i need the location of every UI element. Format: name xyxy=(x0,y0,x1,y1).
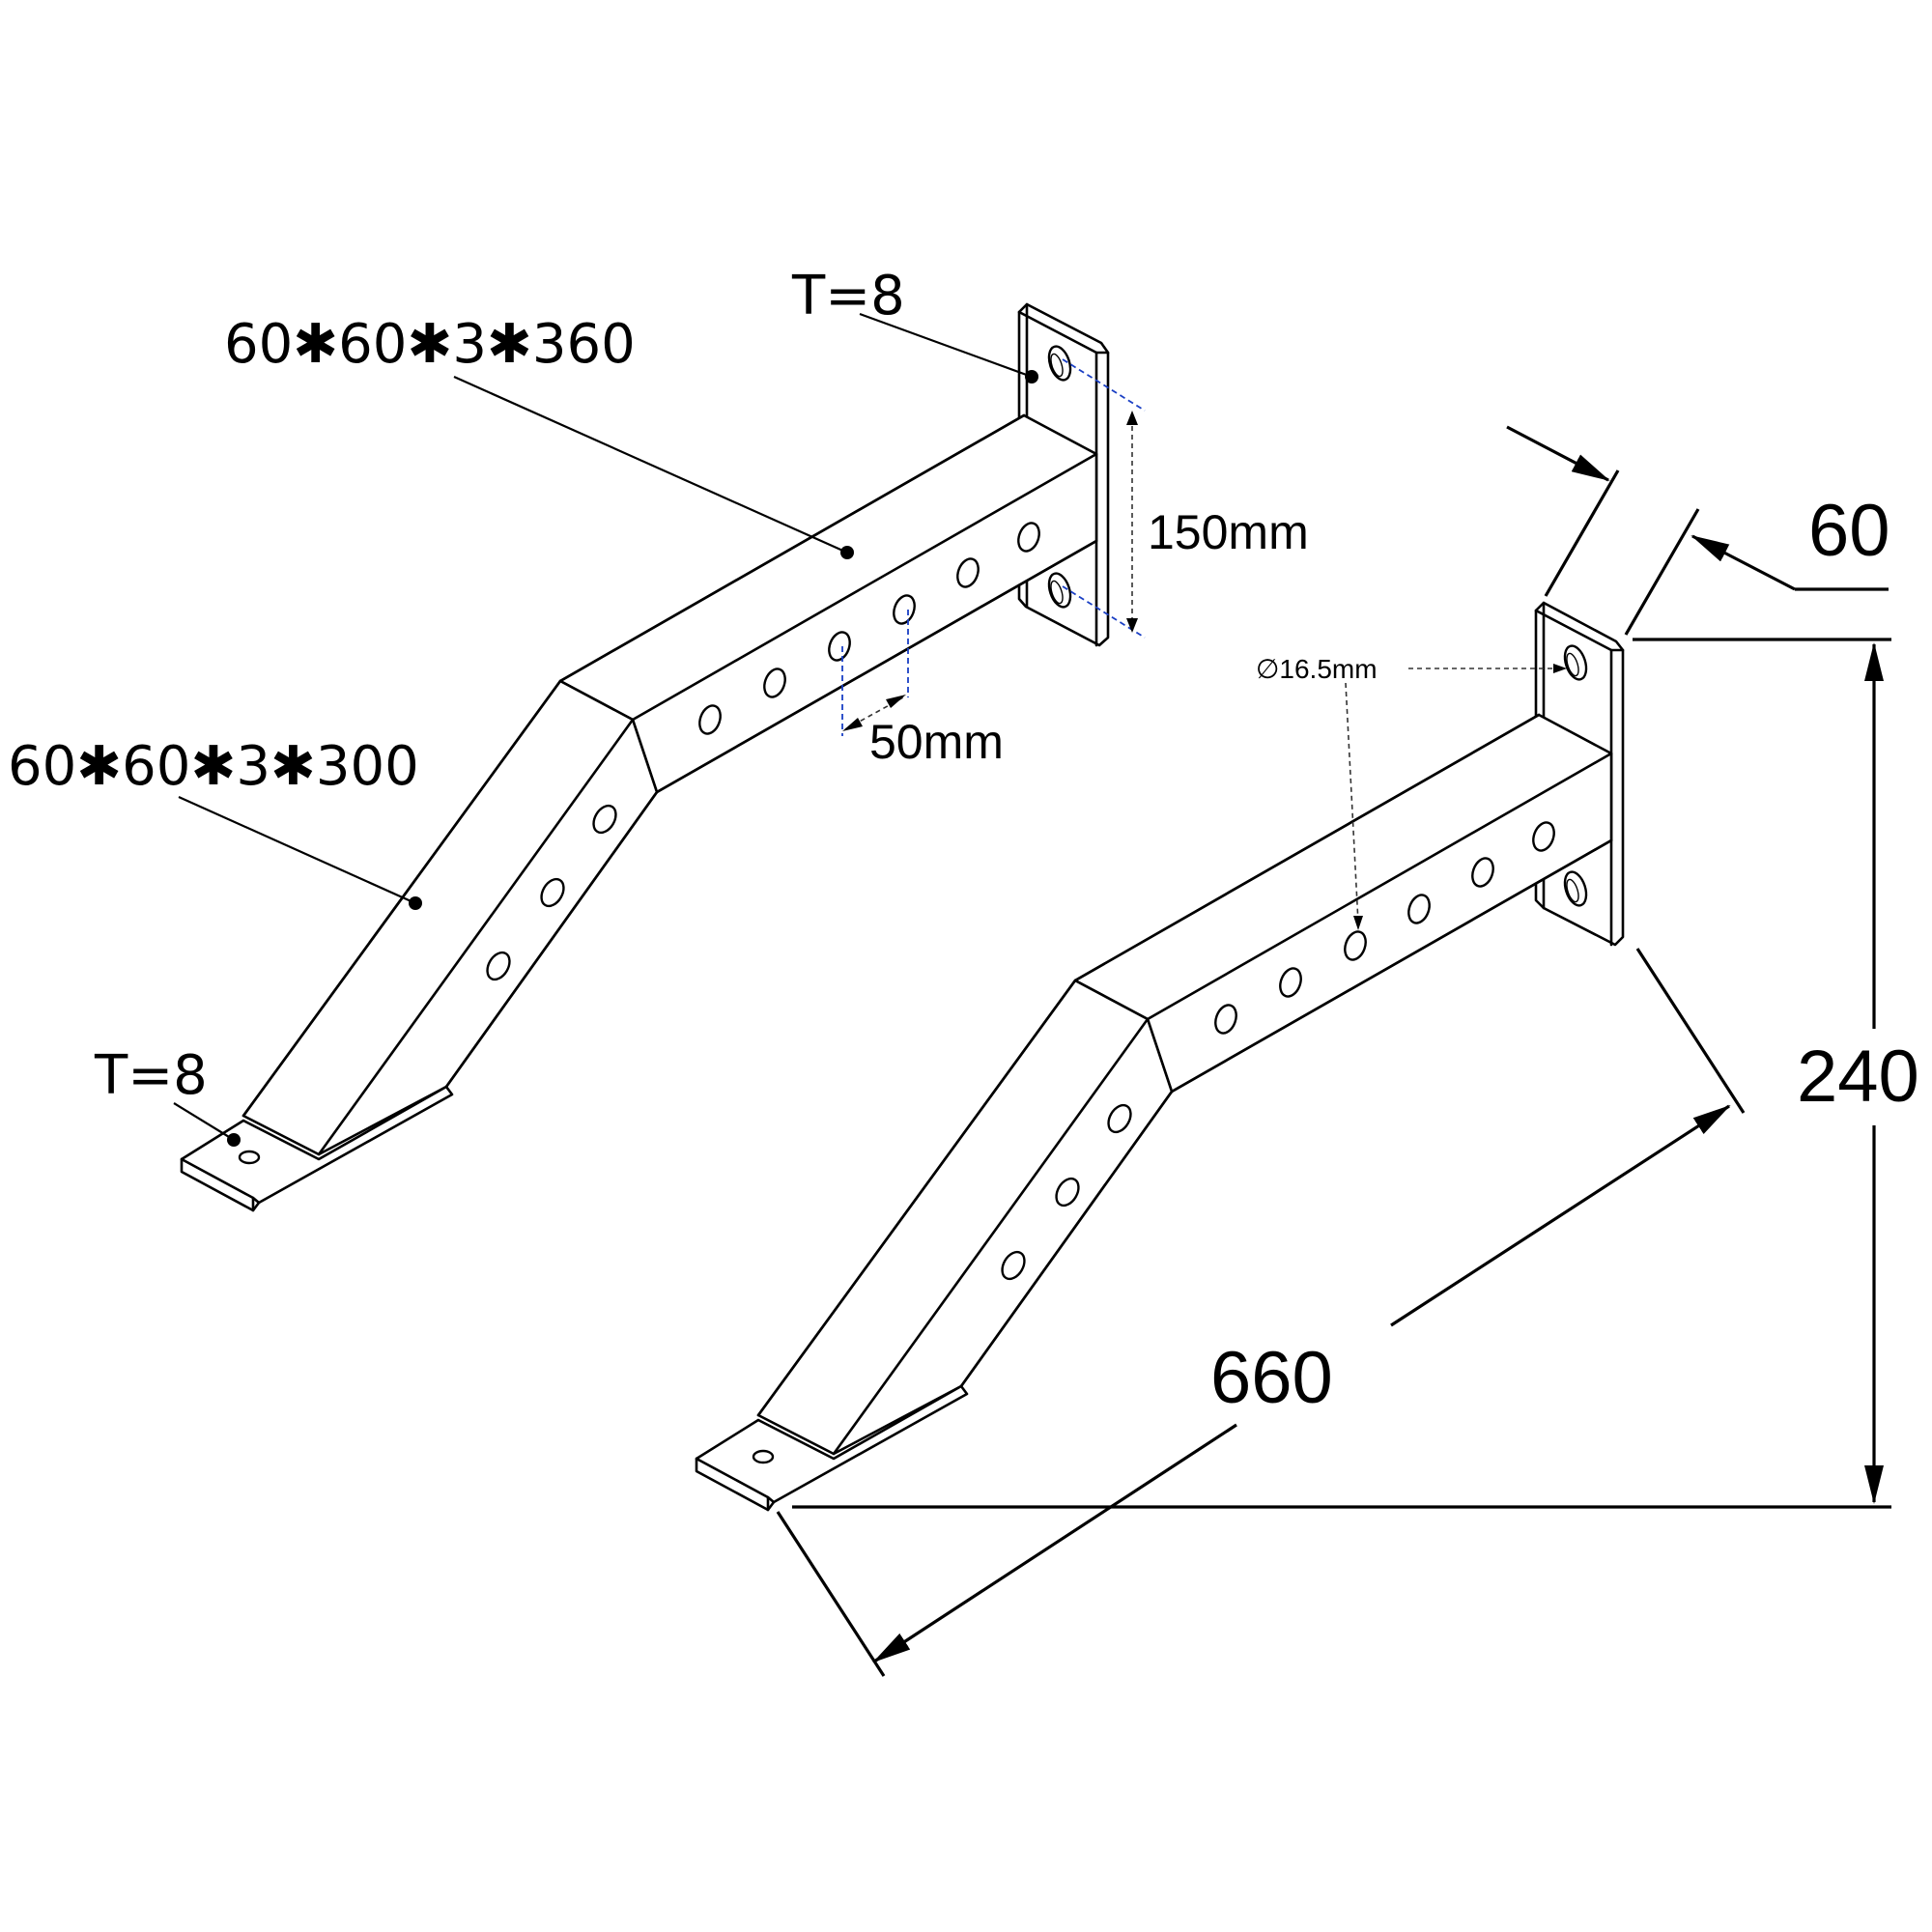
label-hole-spacing-vertical: 150mm xyxy=(1148,505,1309,559)
label-plate-top-thickness: T=8 xyxy=(791,265,905,327)
right-diagonal-tube xyxy=(756,979,1174,1456)
dim-hole-diameter xyxy=(1345,664,1567,930)
left-foot-plate xyxy=(180,1085,454,1212)
label-tube-upper: 60✱60✱3✱360 xyxy=(224,313,636,376)
right-foot-plate xyxy=(695,1384,969,1512)
dim-60 xyxy=(1506,425,1889,636)
dim-660 xyxy=(776,948,1746,1677)
label-dim-width: 60 xyxy=(1808,490,1890,572)
right-horizontal-tube xyxy=(1073,713,1613,1094)
right-bracket xyxy=(695,601,1625,1512)
dim-150mm xyxy=(1062,358,1146,639)
label-hole-diameter: ∅16.5mm xyxy=(1256,654,1378,684)
label-dim-length: 660 xyxy=(1210,1337,1333,1419)
dim-50mm xyxy=(841,610,909,736)
label-hole-spacing-horizontal: 50mm xyxy=(869,715,1004,769)
label-tube-lower: 60✱60✱3✱300 xyxy=(8,735,419,798)
dim-240 xyxy=(792,638,1891,1509)
left-horizontal-tube xyxy=(558,413,1098,794)
left-leaders xyxy=(173,312,1038,1147)
label-plate-bottom-thickness: T=8 xyxy=(94,1044,208,1107)
left-bracket xyxy=(180,302,1110,1212)
label-dim-height: 240 xyxy=(1797,1036,1919,1118)
